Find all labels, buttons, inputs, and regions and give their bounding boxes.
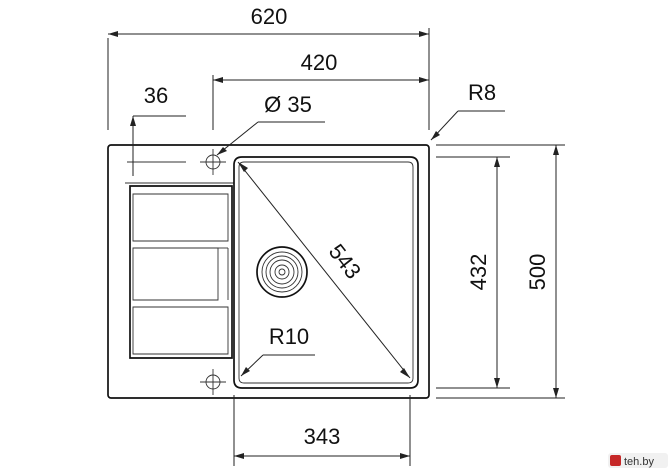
drainboard-groove-1 [132,193,229,242]
dim-label-r10: R10 [269,324,309,349]
sink-outer-outline [107,144,430,399]
watermark-text: teh.by [624,456,654,468]
dim-corner-radius-outer [430,110,505,141]
drainboard-groove-3 [132,306,229,355]
drain-icon [256,246,308,298]
tap-hole-bottom-icon [200,369,226,395]
dim-label-500: 500 [525,254,550,291]
bowl-outline-inner [238,161,414,384]
dim-diagonal [237,161,411,379]
dim-label-420: 420 [301,50,338,75]
bowl-outline-outer [233,156,419,389]
drainboard-outline [129,185,233,359]
dim-label-r8: R8 [468,80,496,105]
dim-label-diameter-35: Ø 35 [264,92,312,117]
dim-label-343: 343 [304,424,341,449]
dim-bowl-height [436,156,510,389]
dim-overall-width [107,28,430,130]
dim-label-620: 620 [251,4,288,29]
dim-bowl-width [233,395,411,466]
dim-bowl-area-width [212,75,429,130]
dim-overall-height [436,144,565,399]
dim-offset-left [130,115,186,176]
watermark: teh.by [608,453,668,468]
drainboard-groove-2 [132,247,219,301]
tap-hole-top-icon [200,149,226,175]
dim-tap-hole [216,121,325,156]
watermark-logo-icon [610,455,621,466]
dim-label-36: 36 [144,83,168,108]
dim-label-432: 432 [466,254,491,291]
dim-corner-radius-inner [240,354,315,377]
